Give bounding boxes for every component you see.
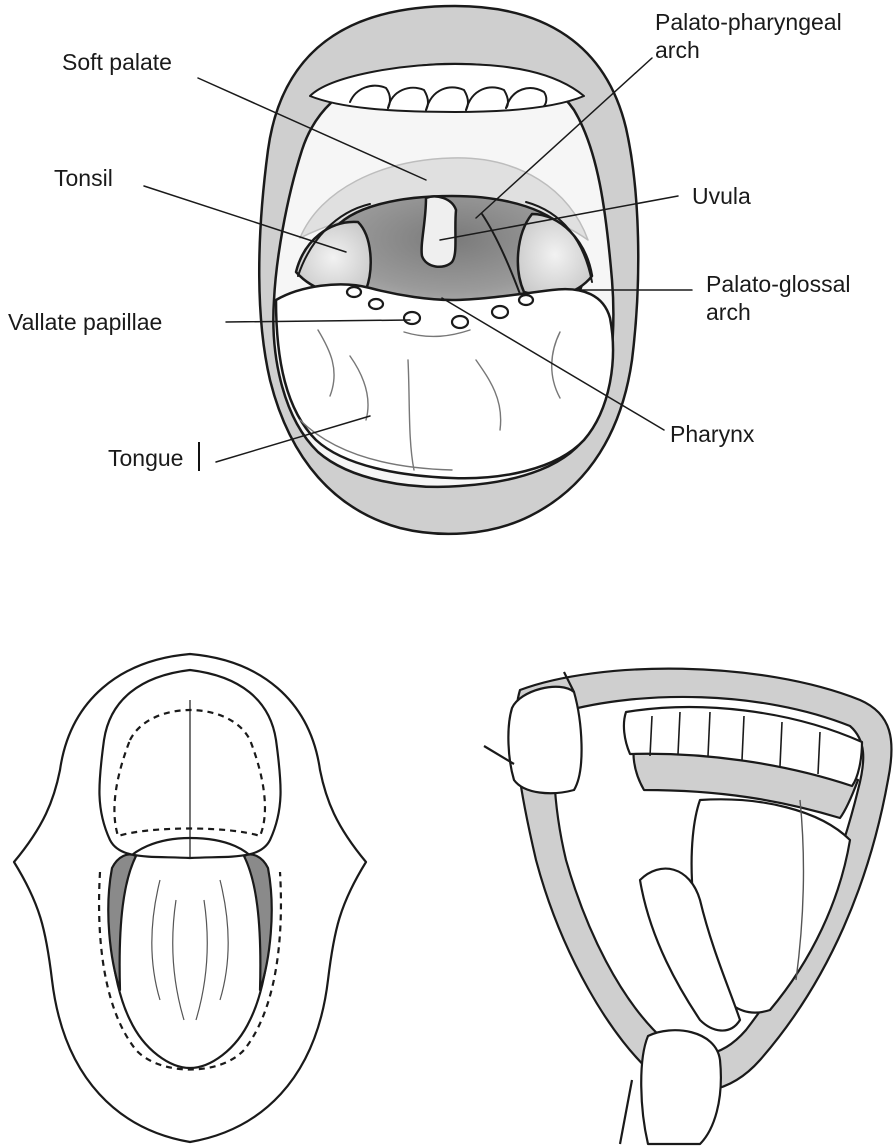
label-tongue: Tongue <box>108 444 183 472</box>
tongue-shape <box>276 284 613 478</box>
oral-cavity-top-view <box>14 654 366 1142</box>
label-palato-pharyngeal-arch: Palato-pharyngeal arch <box>655 8 842 64</box>
open-mouth-front-view <box>144 6 692 534</box>
retractor-bottom-handle <box>620 1080 632 1144</box>
retractor-top <box>508 687 581 793</box>
label-palato-glossal-arch: Palato-glossal arch <box>706 270 850 326</box>
label-soft-palate: Soft palate <box>62 48 172 76</box>
retractor-bottom <box>641 1030 721 1144</box>
label-pharynx: Pharynx <box>670 420 754 448</box>
label-uvula: Uvula <box>692 182 751 210</box>
uvula-shape <box>422 197 456 267</box>
lateral-mouth-view <box>484 669 892 1144</box>
label-vallate-papillae: Vallate papillae <box>8 308 162 336</box>
text-cursor <box>198 442 200 471</box>
label-tonsil: Tonsil <box>54 164 113 192</box>
